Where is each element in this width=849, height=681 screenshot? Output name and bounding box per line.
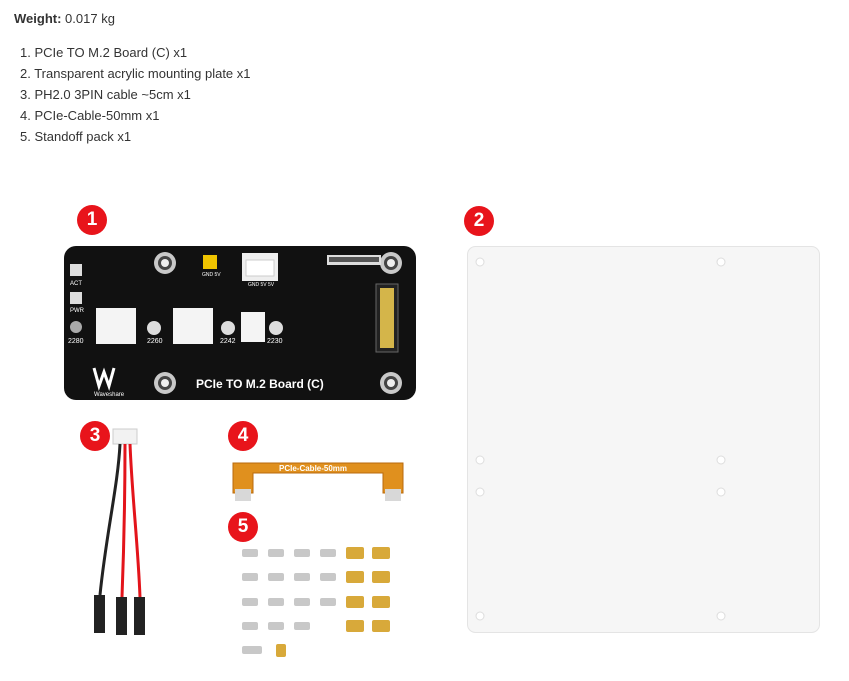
list-item: 2. Transparent acrylic mounting plate x1 xyxy=(20,66,251,81)
pcie-flex-cable-image: PCIe-Cable-50mm xyxy=(232,462,404,501)
weight-label: Weight: xyxy=(14,11,62,26)
led-act-label: ACT xyxy=(70,281,82,287)
flex-cable-label: PCIe-Cable-50mm xyxy=(279,464,347,473)
list-item: 5. Standoff pack x1 xyxy=(20,129,132,144)
size-label-2230: 2230 xyxy=(267,338,283,345)
weight-value: 0.017 kg xyxy=(65,11,115,26)
item-badge-5: 5 xyxy=(228,512,258,542)
led-pwr-label: PWR xyxy=(70,308,85,314)
item-badge-2: 2 xyxy=(464,206,494,236)
connector-label: GND 5V 5V xyxy=(248,282,275,288)
board-title: PCIe TO M.2 Board (C) xyxy=(196,377,324,391)
waveshare-logo-icon xyxy=(92,367,116,391)
list-item: 1. PCIe TO M.2 Board (C) x1 xyxy=(20,45,188,60)
item-badge-4: 4 xyxy=(228,421,258,451)
brand-label: Waveshare xyxy=(94,392,125,398)
jumper-label: GND 5V xyxy=(202,272,221,278)
size-label-2280: 2280 xyxy=(68,338,84,345)
item-badge-3: 3 xyxy=(80,421,110,451)
list-item: 3. PH2.0 3PIN cable ~5cm x1 xyxy=(20,87,191,102)
list-item: 4. PCIe-Cable-50mm x1 xyxy=(20,108,160,123)
weight-line: Weight: 0.017 kg xyxy=(14,11,115,26)
package-contents-list: 1. PCIe TO M.2 Board (C) x1 2. Transpare… xyxy=(20,42,251,147)
item-badge-1: 1 xyxy=(77,205,107,235)
standoff-pack-image xyxy=(242,547,390,657)
size-label-2260: 2260 xyxy=(147,338,163,345)
acrylic-plate-image xyxy=(467,246,820,633)
pcie-board-image: ACT PWR 2280 GND 5V GND 5V 5V 2260 2242 … xyxy=(64,246,416,400)
size-label-2242: 2242 xyxy=(220,338,236,345)
ph20-cable-image xyxy=(94,428,145,635)
